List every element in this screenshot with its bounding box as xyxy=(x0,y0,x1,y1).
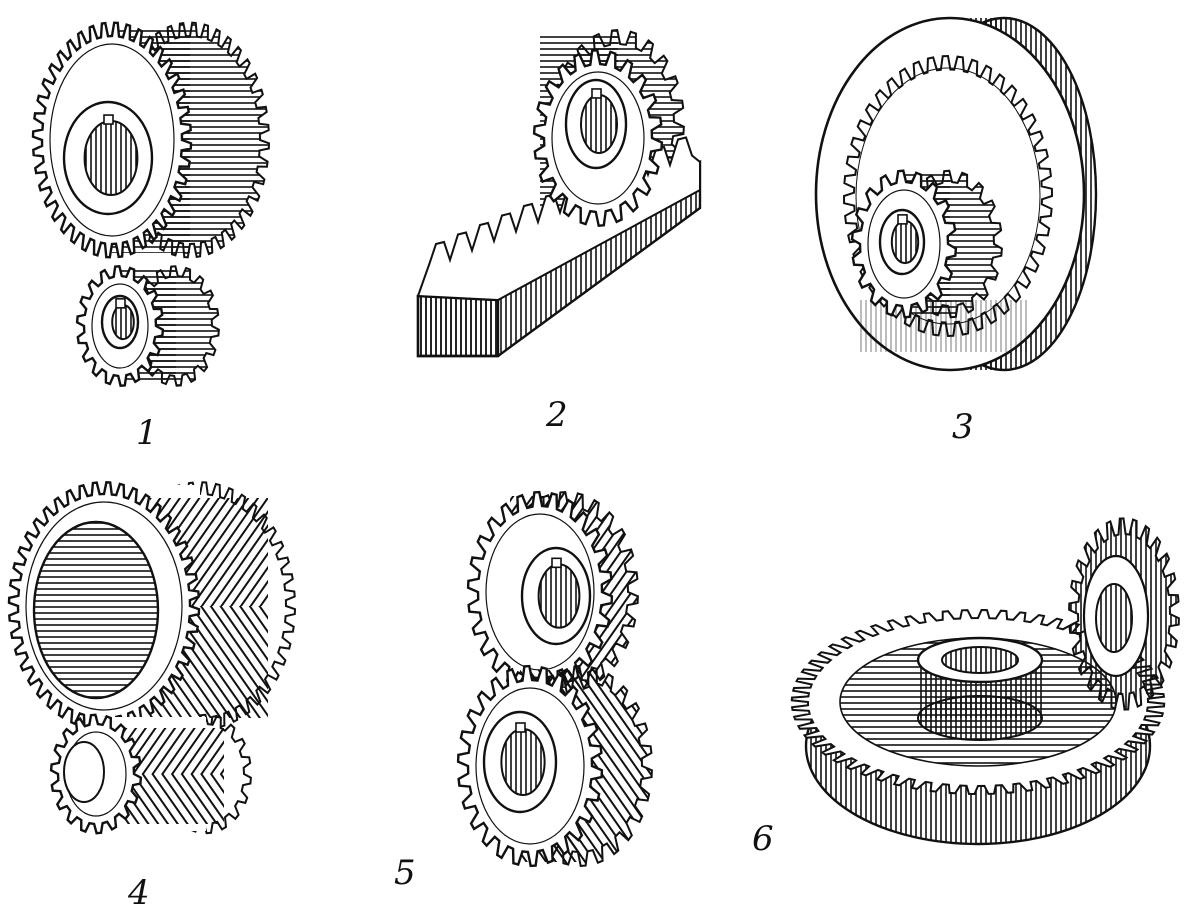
small-spur-gear-keyway xyxy=(115,298,126,309)
figure-5-helical-gears xyxy=(456,490,653,868)
upper-helical-bore xyxy=(537,563,581,629)
internal-pinion-keyway xyxy=(897,214,908,225)
small-herringbone-bore xyxy=(63,741,105,803)
figure-6-bevel-gears xyxy=(790,517,1180,846)
big-spur-gear-keyway xyxy=(103,114,114,125)
lower-helical-root-circle xyxy=(475,687,585,845)
rack-end xyxy=(416,294,500,358)
figure-label-6: 6 xyxy=(752,819,774,859)
pinion-bore xyxy=(580,93,618,155)
figure-label-5: 5 xyxy=(394,853,416,893)
big-herringbone-bore xyxy=(32,520,160,700)
pinion-root-circle xyxy=(551,71,645,205)
bevel-pinion-bore xyxy=(1095,583,1133,653)
big-herringbone-root-circle xyxy=(25,501,183,711)
big-bevel-bore xyxy=(941,646,1019,674)
big-spur-gear-root-circle xyxy=(49,43,175,237)
small-spur-gear-root-circle xyxy=(91,283,149,369)
figure-label-4: 4 xyxy=(128,873,150,913)
figure-3-internal-gear xyxy=(814,16,1098,372)
figure-label-2: 2 xyxy=(546,395,568,435)
pinion-keyway xyxy=(591,88,602,99)
figure-2-rack-and-pinion xyxy=(416,29,702,358)
figure-4-herringbone-gears xyxy=(7,481,297,835)
small-herringbone-teeth-top xyxy=(124,728,224,774)
lower-helical-bore xyxy=(500,728,546,796)
upper-helical-keyway xyxy=(551,557,562,569)
figure-label-1: 1 xyxy=(136,413,158,453)
internal-pinion-bore xyxy=(890,219,920,265)
small-spur-gear-bore xyxy=(111,303,135,341)
internal-pinion-root-circle xyxy=(867,189,941,299)
figure-1-spur-gears xyxy=(31,21,271,387)
figure-label-3: 3 xyxy=(952,407,974,447)
big-spur-gear-bore xyxy=(83,120,139,196)
lower-helical-keyway xyxy=(515,722,526,733)
big-bevel-hub-base xyxy=(917,695,1043,741)
